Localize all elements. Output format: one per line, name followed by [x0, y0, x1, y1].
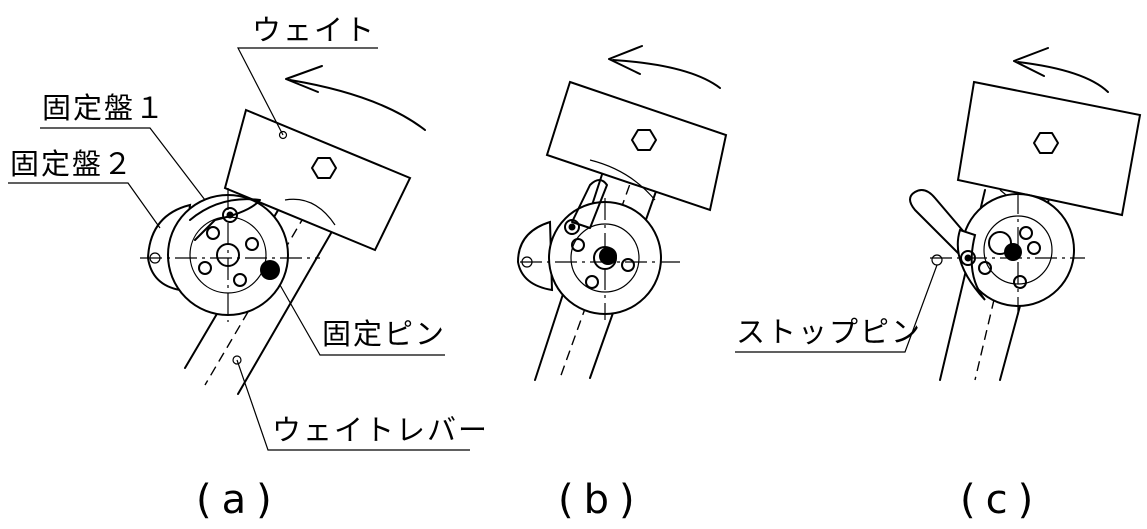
panel-c — [735, 47, 1142, 381]
leader-plate-2 — [8, 182, 161, 229]
fixed-plate-2-b — [516, 220, 554, 292]
panel-a — [8, 47, 470, 451]
label-fixed-plate-2: 固定盤２ — [10, 147, 134, 181]
label-weight-lever: ウェイトレバー — [272, 413, 489, 447]
label-fixed-plate-1: 固定盤１ — [42, 91, 166, 125]
rotation-arrow-a — [285, 65, 426, 131]
fixed-plate-1-b — [571, 179, 608, 229]
stop-arm-c — [909, 189, 976, 256]
fixed-pin-a — [260, 260, 280, 280]
leader-stop-pin — [735, 264, 938, 353]
leader-weight — [237, 47, 378, 136]
stop-pin-c — [931, 254, 943, 266]
leader-plate-1 — [40, 127, 206, 201]
rotation-arrow-c — [1013, 47, 1109, 93]
caption-c: (c) — [960, 477, 1043, 523]
panel-b — [516, 45, 728, 381]
caption-a: (a) — [196, 477, 282, 523]
rotation-arrow-b — [608, 45, 721, 89]
fixed-pin-b — [599, 247, 617, 265]
leader-fixed-pin — [279, 284, 445, 356]
weight-block-c — [956, 80, 1142, 231]
label-weight: ウェイト — [252, 13, 376, 47]
weight-block-b — [545, 80, 728, 212]
caption-b: (b) — [558, 477, 645, 523]
weight-block-a — [223, 108, 412, 252]
label-fixed-pin: 固定ピン — [322, 317, 446, 351]
fixed-plate-1-a — [189, 198, 261, 241]
label-stop-pin: ストップピン — [736, 315, 922, 349]
leader-weight-lever — [236, 359, 470, 451]
